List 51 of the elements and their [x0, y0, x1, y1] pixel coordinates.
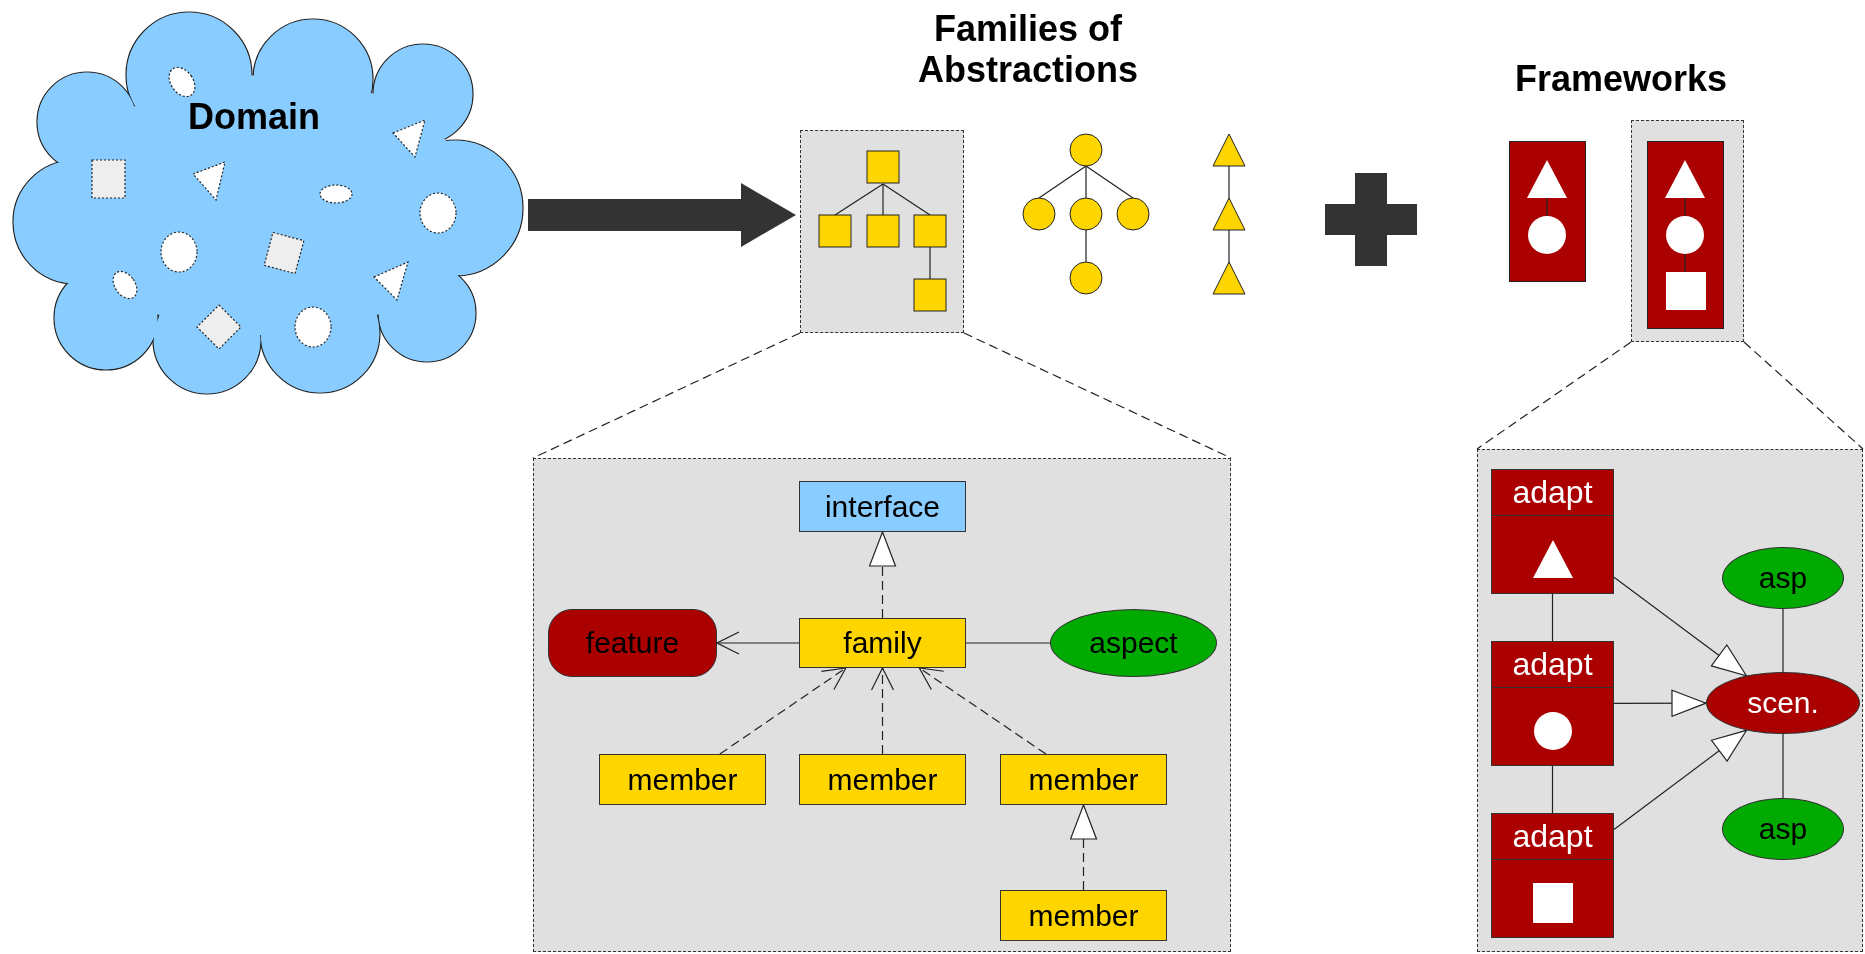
- node-label: adapt: [1492, 470, 1613, 516]
- zoom-guide-line: [1476, 341, 1632, 450]
- feature-box: [548, 609, 717, 677]
- arrow: [716, 631, 800, 655]
- adapter-box: [1491, 813, 1614, 938]
- class-box: [599, 754, 766, 805]
- adapter-box: [1491, 469, 1614, 594]
- connector-line: [1782, 733, 1784, 799]
- block-arrow: [528, 183, 796, 247]
- node-label: member: [1028, 764, 1139, 795]
- zoom-guide-line: [963, 332, 1232, 459]
- connector-line: [1551, 765, 1554, 814]
- node-label: member: [1028, 900, 1139, 931]
- node-label: interface: [824, 491, 941, 522]
- node-label: asp: [1758, 563, 1808, 593]
- node-label: feature: [585, 628, 680, 658]
- adapter-box: [1491, 641, 1614, 766]
- arrow: [1613, 576, 1747, 677]
- node-label: member: [627, 764, 738, 795]
- connector-line: [1782, 608, 1784, 673]
- zoom-frame: [1631, 120, 1744, 342]
- section-heading: Frameworks: [1513, 58, 1729, 100]
- node-label: adapt: [1492, 814, 1613, 860]
- connector-line: [1551, 593, 1554, 642]
- class-box: [799, 618, 966, 668]
- connector-line: [965, 642, 1051, 644]
- node-label: scen.: [1747, 688, 1819, 718]
- arrow: [1613, 729, 1748, 831]
- class-box: [1000, 754, 1167, 805]
- class-box: [1000, 890, 1167, 941]
- arrow: [870, 667, 895, 755]
- zoom-guide-line: [1743, 341, 1864, 450]
- node-label: family: [843, 628, 922, 658]
- arrow: [719, 667, 847, 755]
- arrow: [1613, 689, 1707, 717]
- detail-panel: [533, 458, 1231, 952]
- arrow: [1069, 804, 1098, 891]
- node-label: adapt: [1492, 642, 1613, 688]
- zoom-frame: [800, 130, 964, 333]
- section-heading: Families of Abstractions: [916, 8, 1139, 91]
- arrow: [918, 667, 1047, 755]
- ellipse-node: [1706, 672, 1860, 734]
- detail-panel: [1477, 449, 1863, 952]
- class-box: [799, 754, 966, 805]
- zoom-guide-line: [532, 332, 801, 459]
- class-box: [799, 481, 966, 532]
- node-label: asp: [1758, 814, 1808, 844]
- cloud-title: Domain: [188, 99, 320, 135]
- node-label: aspect: [1089, 628, 1178, 658]
- arrow: [868, 531, 897, 619]
- node-label: member: [827, 764, 938, 795]
